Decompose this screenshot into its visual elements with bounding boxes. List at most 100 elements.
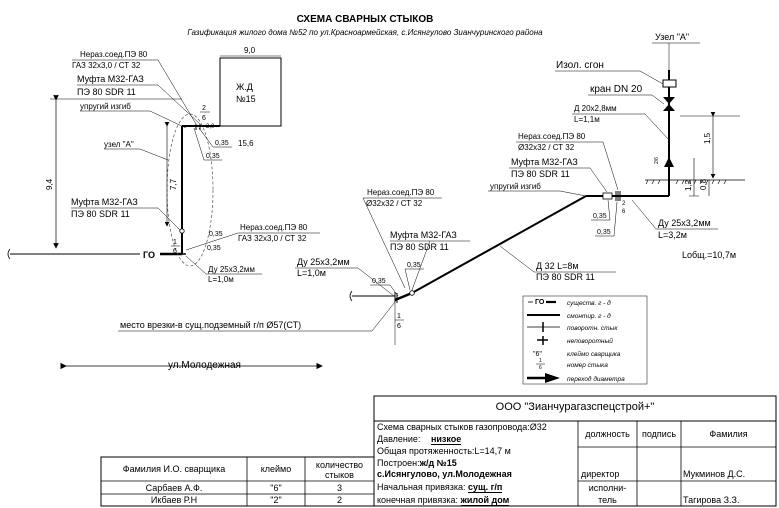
name-director: Мукминов Д.С.: [683, 469, 746, 479]
insulating-fitting-icon: [662, 79, 677, 88]
diag-main-line1: Д 32 L=8м: [536, 261, 579, 271]
name-executor: Тагирова З.З.: [683, 495, 740, 505]
right-pipe-line2: L=3,2м: [658, 230, 687, 240]
left-mark-top: 2: [202, 105, 206, 112]
insulating-label: Изол. сгон: [556, 60, 604, 71]
left-joint1-line2: ГАЗ 32х3,0 / СТ 32: [72, 61, 141, 70]
node-a-small-mark: 2/6: [654, 157, 660, 164]
legend-jn-bottom: 6: [539, 365, 542, 371]
left-pipe-line1: Ду 25х3,2мм: [208, 265, 255, 274]
diag-pipe-line1: Ду 25х3,2мм: [297, 257, 350, 267]
left-pipe-line2: L=1,0м: [208, 275, 234, 284]
house-depth-dim: 15,6: [238, 139, 254, 148]
welders-header-count: количество стыков: [315, 460, 364, 481]
right-mark-top: 2: [622, 201, 626, 207]
node-a-title: Узел "А": [655, 32, 689, 42]
legend-nonrotary: неповоротный: [567, 337, 613, 345]
left-mark2-bottom: 6: [173, 248, 177, 255]
pressure-label: Давление:: [377, 434, 421, 444]
right-elastic-bend: упругий изгиб: [490, 182, 541, 191]
node-a-pipe-line2: L=1,1м: [574, 115, 600, 124]
valve-label: кран DN 20: [590, 84, 643, 95]
welder-1-name: Сарбаев А.Ф.: [145, 483, 203, 493]
left-coupling-mark: [179, 228, 185, 234]
left-dim-035-c: 0,35: [209, 231, 223, 238]
legend-diameter: переход диаметра: [567, 375, 625, 383]
welder-2-stamp: "2": [270, 495, 282, 505]
left-mark2-top: 1: [173, 239, 177, 246]
left-elastic-bend: упругий изгиб: [80, 102, 131, 111]
right-pipe-line1: Ду 25х3,2мм: [658, 218, 711, 228]
built-row: Построен:ж/д №15: [377, 459, 457, 468]
legend-welder-code: "6": [533, 351, 542, 358]
col-surname: Фамилия: [709, 429, 748, 439]
left-joint2-line1: Нераз.соед.ПЭ 80: [240, 223, 308, 232]
title-block-frame: [373, 395, 777, 507]
role-director: директор: [581, 469, 620, 479]
role-executor-1: исполни-: [588, 483, 627, 493]
house-name-2: №15: [236, 94, 256, 104]
diagonal-pipe: [411, 195, 587, 294]
right-coupling-line2: ПЭ 80 SDR 11: [511, 169, 570, 179]
scheme-subtitle: Газификация жилого дома №52 по ул.Красно…: [187, 28, 543, 37]
left-node-a-label: узел "А": [104, 140, 134, 149]
dim-9-4: 9,4: [45, 178, 54, 190]
end-binding-row: конечная привязка: жилой дом: [377, 495, 510, 506]
welders-header-stamp: клеймо: [260, 464, 292, 474]
house-width-dim: 9,0: [244, 46, 256, 55]
total-length: Lобщ.=10,7м: [682, 250, 736, 260]
welder-2-name: Икбаев Р.Н: [150, 495, 198, 505]
pressure-value: низкое: [430, 434, 462, 445]
street-label: ул.Молодежная: [168, 360, 241, 371]
pressure-row: Давление: низкое: [377, 434, 462, 445]
col-position: должность: [585, 429, 630, 439]
node-a-pipe-line1: Д 20х2,8мм: [574, 104, 617, 113]
scheme-description: Схема сварных стыков газопровода:Ø32: [377, 422, 547, 432]
left-dim-2-0: 2,0: [206, 124, 215, 130]
right-joint-line1: Нераз.соед.ПЭ 80: [518, 132, 586, 141]
tie-in-label: место врезки-в сущ.подземный г/п Ø57(СТ): [120, 320, 301, 330]
welder-1-stamp: "6": [270, 483, 282, 493]
welders-table-frame: [100, 456, 375, 507]
right-joint-line2: Ø32х32 / СТ 32: [518, 143, 575, 152]
welder-2-count: 2: [336, 495, 342, 505]
legend-existing: существ. г - д: [567, 299, 611, 307]
diag-dim-035-top: 0,35: [407, 262, 421, 269]
legend-existing-code: ГО: [535, 299, 545, 306]
diameter-transition-icon: [664, 157, 674, 167]
diag-dim-035-left: 0,35: [372, 278, 386, 285]
diag-coupling-line1: Муфта М32-ГАЗ: [390, 230, 457, 240]
start-label: Начальная привязка:: [377, 482, 466, 492]
diagonal-coupling-mark: [409, 290, 415, 296]
house-name-1: Ж.Д: [236, 82, 253, 92]
left-dim-035-d: 0,35: [207, 245, 221, 252]
right-dim-035-a: 0,35: [593, 213, 607, 220]
valve-icon: [663, 97, 675, 111]
diag-mark-bottom: 6: [397, 323, 401, 330]
legend: ГО существ. г - д смонтир. г - д поворот…: [522, 295, 648, 385]
built-label: Построен:: [377, 458, 420, 468]
right-dim-035-b: 0,35: [597, 229, 611, 236]
right-coupling-line1: Муфта М32-ГАЗ: [511, 157, 578, 167]
legend-joint-number: номер стыка: [567, 362, 608, 369]
legend-jn-top: 1: [539, 358, 542, 364]
left-coupling2-line1: Муфта М32-ГАЗ: [71, 197, 138, 207]
left-coupling1-line1: Муфта М32-ГАЗ: [77, 74, 144, 84]
end-label: конечная привязка:: [377, 495, 458, 505]
dim-0-8: 0,8: [699, 178, 708, 190]
built-value: ж/д №15: [419, 458, 457, 468]
diag-mark-top: 1: [397, 313, 401, 320]
legend-mounted: смонтир. г - д: [567, 312, 611, 320]
start-binding-row: Начальная привязка: сущ. г/п: [377, 482, 503, 493]
diag-pipe-line2: L=1,0м: [297, 268, 326, 278]
left-joint2-line2: ГАЗ 32х3,0 / СТ 32: [238, 234, 307, 243]
right-mark-bottom: 6: [622, 209, 626, 215]
built-address: с.Исянгулово, ул.Молодежная: [377, 469, 512, 479]
role-executor-2: тель: [598, 495, 617, 505]
dim-1-5: 1,5: [703, 132, 712, 144]
diag-joint-line1: Нераз.соед.ПЭ 80: [367, 188, 435, 197]
house-outline: [219, 57, 282, 127]
legend-rotary: поворотн. стык: [567, 325, 618, 332]
left-dim-035-a: 0,35: [215, 140, 229, 147]
